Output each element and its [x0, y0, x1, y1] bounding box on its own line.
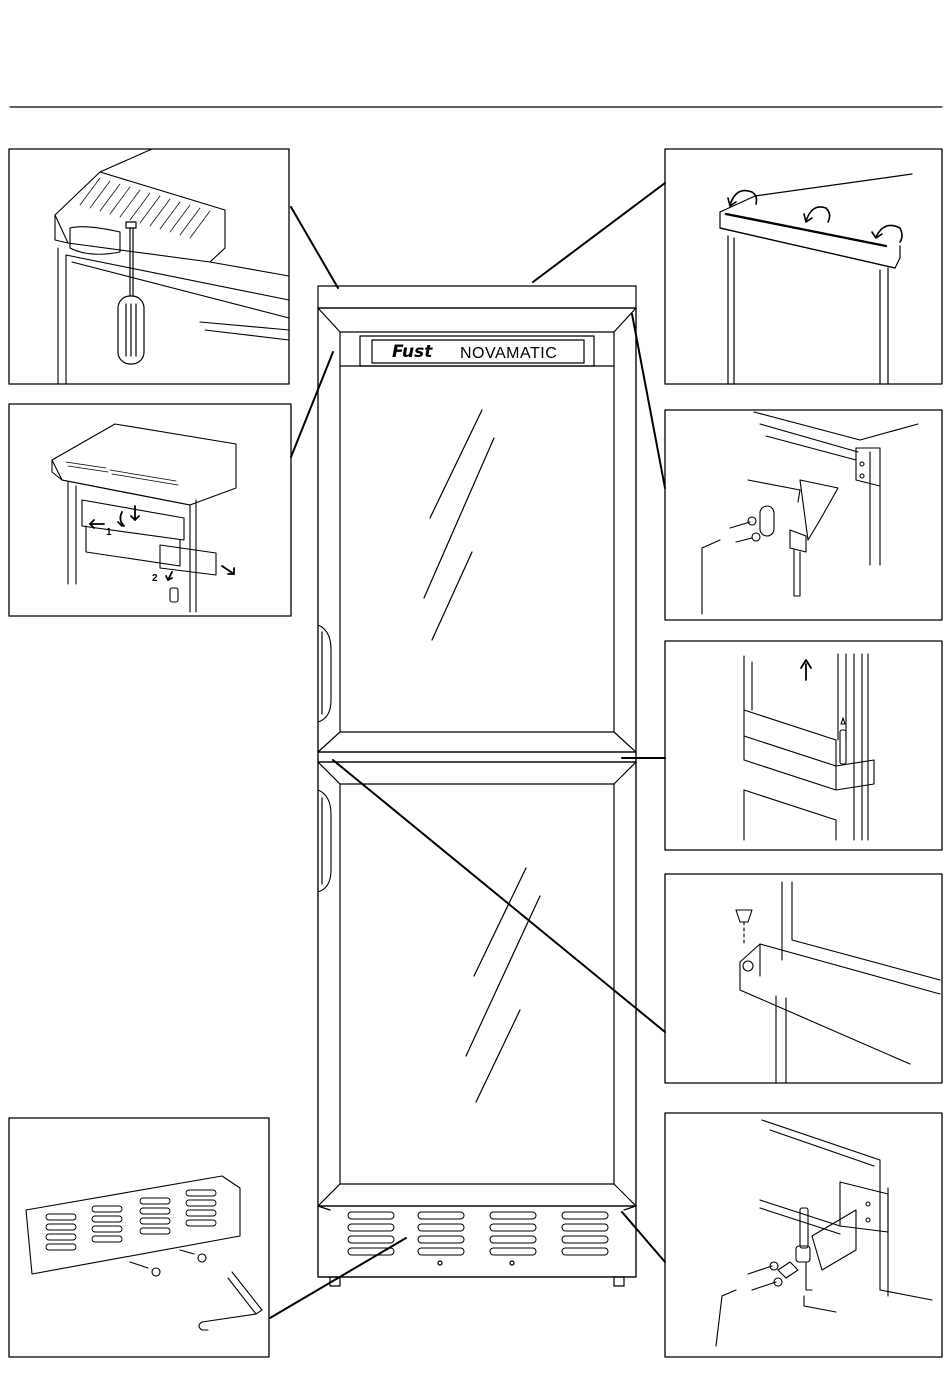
panel-upper-hinge: [665, 410, 942, 620]
panel-top-cover-rotation: [665, 149, 942, 384]
middle-rail: [318, 752, 636, 762]
panel-middle-rail-plug: [665, 874, 942, 1083]
lower-door: [318, 762, 636, 1206]
cabinet-body: [318, 286, 636, 1277]
panel-vent-grille: [9, 1118, 269, 1357]
step-one-label: 1: [106, 527, 112, 538]
upper-door: [318, 308, 636, 752]
step-two-label: 2: [152, 573, 158, 584]
brand-fust: Fust: [392, 342, 433, 362]
plinth: [318, 1206, 636, 1277]
brand-novamatic: NOVAMATIC: [460, 345, 557, 362]
panel-top-cover-screw: [9, 149, 289, 384]
panel-lower-hinge: [665, 1113, 942, 1357]
lower-door-handle: [318, 790, 331, 892]
panel-badge-removal: 1 2: [9, 404, 291, 616]
panel-door-lift: [665, 641, 942, 850]
upper-door-handle: [318, 625, 331, 722]
foot-right: [614, 1277, 624, 1286]
